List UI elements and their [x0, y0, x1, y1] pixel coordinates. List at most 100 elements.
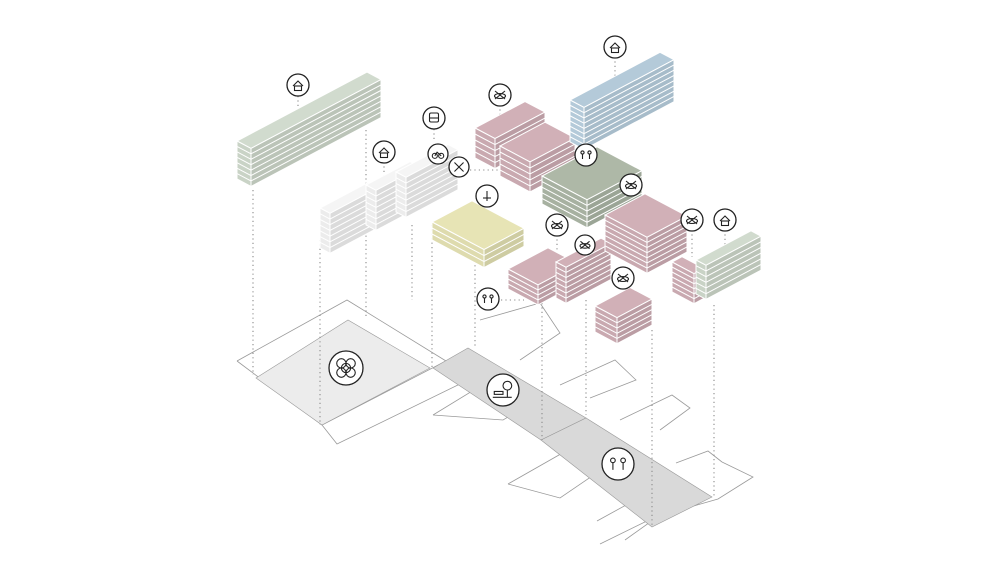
dark-green-block-floor-line [541, 192, 643, 223]
graduation-house-icon-roof [292, 80, 304, 87]
green-block-far-right-floor-line [695, 241, 762, 272]
restaurant-icon [619, 173, 643, 197]
green-block-far-right-floor-line [695, 247, 762, 278]
tool-line [454, 162, 464, 172]
bicycle-frame [434, 151, 442, 157]
ground-outline [599, 461, 754, 545]
house-icon [713, 208, 737, 232]
green-block-far-right-floor-line [695, 258, 762, 289]
pink-block-right-1-right-face [646, 215, 688, 275]
white-block-1-floor-line [319, 215, 379, 243]
restaurant-icon-utensil [625, 180, 637, 190]
white-block-3-floor-line [395, 166, 459, 196]
residence-icon-body [379, 152, 389, 159]
green-block-far-right [694, 230, 763, 301]
car-house-icon-body [610, 47, 620, 54]
program-icons [286, 35, 737, 481]
pink-block-top-2-floor-line [499, 155, 576, 181]
green-bar-block-floor-line [236, 106, 382, 177]
pink-block-right-1-floor-line [604, 240, 688, 264]
pink-block-center-2-floor-line [555, 253, 612, 279]
white-block-3-floor-line [395, 183, 459, 213]
restaurant-icon-dish [493, 92, 507, 100]
people-meeting-icon-ring [574, 143, 598, 167]
green-block-far-right-floor-line [695, 252, 762, 283]
community-services-icon [476, 287, 500, 311]
pink-block-top-1-floor-line [474, 117, 546, 146]
ground-outline [559, 359, 637, 399]
bicycle-wheel [431, 152, 438, 159]
gathering-people-icon-head [610, 457, 616, 464]
ground-plan [236, 299, 754, 545]
tools-icon [448, 156, 470, 178]
pink-block-center-2-right-face [565, 242, 612, 305]
pink-block-center-2-floor-line [555, 273, 612, 299]
white-block-1-floor-line [319, 221, 379, 249]
community-services-icon-head [482, 294, 487, 299]
residence-icon-roof [378, 147, 390, 154]
green-bar-block-floor-line [236, 84, 382, 155]
white-block-1-floor-line [319, 193, 379, 220]
pink-block-center-2-floor-line [555, 263, 612, 289]
pink-block-right-1-floor-line [604, 245, 688, 269]
pink-block-lower-floor-line [594, 303, 653, 324]
pink-block-right-1-floor-line [604, 229, 688, 254]
ground-outline [479, 302, 561, 361]
ground-outline [619, 394, 691, 431]
ball [340, 362, 352, 374]
bakery-icon-utensil [580, 240, 590, 250]
restaurant-icon-dish [550, 222, 564, 230]
restaurant-icon-dish [685, 217, 699, 225]
restaurant-icon [680, 208, 704, 232]
blue-block-floor-line [569, 85, 675, 135]
restaurant-icon [545, 213, 569, 237]
blue-block-floor-line [569, 80, 675, 129]
pink-block-top-2 [498, 121, 577, 193]
restaurant-icon-dish [624, 182, 638, 190]
green-block-far-right-floor-line [695, 264, 762, 295]
restaurant-icon-utensil [686, 215, 698, 225]
gathering-people-icon-head [620, 457, 626, 464]
restaurant-icon [611, 266, 635, 290]
restaurant-icon-dish [616, 275, 630, 283]
pink-block-center-2-floor-line [555, 248, 612, 274]
car-house-icon [603, 35, 627, 59]
park-bench-icon-ring [486, 373, 520, 407]
pink-block-right-1-floor-line [604, 219, 688, 243]
green-bar-block-floor-line [236, 100, 382, 171]
blue-block-floor-line [569, 90, 675, 140]
yellow-block-floor-line [431, 227, 525, 257]
restaurant-icon-utensil [617, 273, 629, 283]
car-house-icon-roof [609, 42, 621, 49]
residence-icon [372, 140, 396, 164]
yellow-block [430, 200, 526, 269]
gathering-people-icon-ring [601, 447, 635, 481]
graduation-house-icon-body [293, 85, 303, 92]
white-block-3 [394, 143, 460, 219]
gathering-people-icon [601, 447, 635, 481]
blue-block-floor-line [569, 75, 675, 124]
pink-block-top-2-floor-line [499, 149, 576, 175]
pink-block-lower-floor-line [594, 319, 653, 340]
people-meeting-icon-head [587, 150, 592, 155]
graduation-house-icon-ring [286, 73, 310, 97]
pink-block-lower-right-face [616, 298, 653, 345]
car-house-icon-ring [603, 35, 627, 59]
bicycle-wheel [438, 152, 445, 159]
white-block-3-floor-line [395, 160, 459, 190]
bicycle-icon-ring [427, 143, 449, 165]
signpost-icon [475, 184, 499, 208]
restaurant-icon [488, 83, 512, 107]
white-block-3-floor-line [395, 155, 459, 184]
green-bar-block-floor-line [236, 95, 382, 166]
bench-seat [493, 390, 504, 395]
green-bar-block [235, 71, 383, 188]
green-bar-block-right-face [250, 78, 382, 188]
green-bar-block-floor-line [236, 89, 382, 160]
restaurant-icon-utensil [494, 90, 506, 100]
dark-green-block-floor-line [541, 187, 643, 218]
yellow-block-floor-line [431, 233, 525, 263]
restaurant-icon-utensil [551, 220, 563, 230]
